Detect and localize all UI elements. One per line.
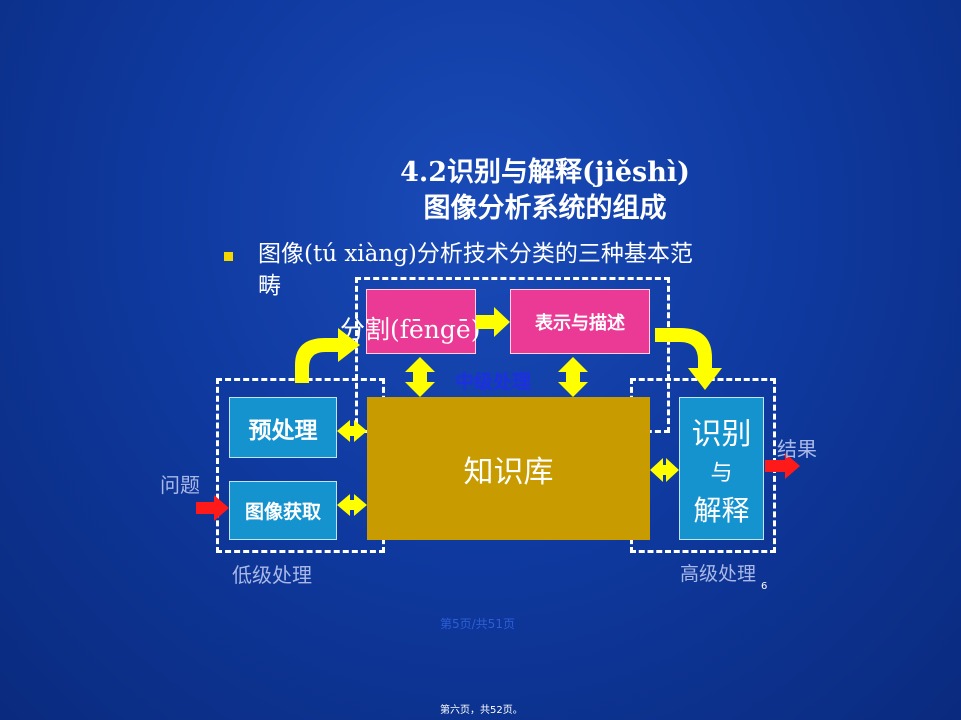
recognition-label-2: 与 [710, 460, 733, 486]
double-arrow-recognition-icon [650, 458, 679, 482]
input-label: 问题 [160, 473, 200, 497]
representation-box: 表示与描述 [510, 289, 650, 354]
slide-number: 6 [761, 581, 768, 592]
acquisition-label: 图像获取 [244, 501, 321, 523]
representation-label: 表示与描述 [535, 312, 625, 334]
input-arrow-icon [196, 495, 229, 521]
slide-title-line2: 图像分析系统的组成 [423, 193, 667, 224]
low-level-label: 低级处理 [232, 563, 312, 587]
slide-title-line1: 4.2识别与解释(jiěshì) [400, 157, 690, 188]
curve-arrow-up-icon [295, 328, 360, 383]
bottom-page-note: 第六页，共52页。 [440, 705, 523, 716]
knowledge-base-box: 知识库 [367, 397, 650, 540]
segmentation-box [366, 289, 476, 354]
double-arrow-preprocess-icon [337, 420, 367, 442]
high-level-label: 高级处理 [680, 563, 757, 585]
curve-arrow-down-icon [655, 328, 722, 390]
bullet-square-icon [224, 252, 233, 261]
middle-level-label: 中级处理 [455, 371, 532, 393]
page-indicator: 第5页/共51页 [440, 617, 515, 631]
double-arrow-vertical-left-icon [405, 357, 435, 397]
output-label: 结果 [777, 437, 817, 461]
recognition-label-3: 解释 [693, 493, 750, 527]
knowledge-base-label: 知识库 [463, 454, 554, 490]
output-arrow-icon [765, 453, 800, 479]
bullet-text: 图像(tú xiàng)分析技术分类的三种基本范畴 [258, 241, 693, 299]
preprocess-label: 预处理 [248, 417, 318, 444]
right-arrow-icon [476, 307, 510, 337]
double-arrow-vertical-right-icon [558, 357, 588, 397]
double-arrow-acquisition-icon [337, 494, 367, 516]
recognition-box: 识别 与 解释 [679, 397, 764, 540]
segmentation-label: 分割(fēngē) [340, 315, 481, 344]
acquisition-box: 图像获取 [229, 481, 337, 540]
preprocess-box: 预处理 [229, 397, 337, 458]
recognition-label-1: 识别 [691, 416, 752, 452]
